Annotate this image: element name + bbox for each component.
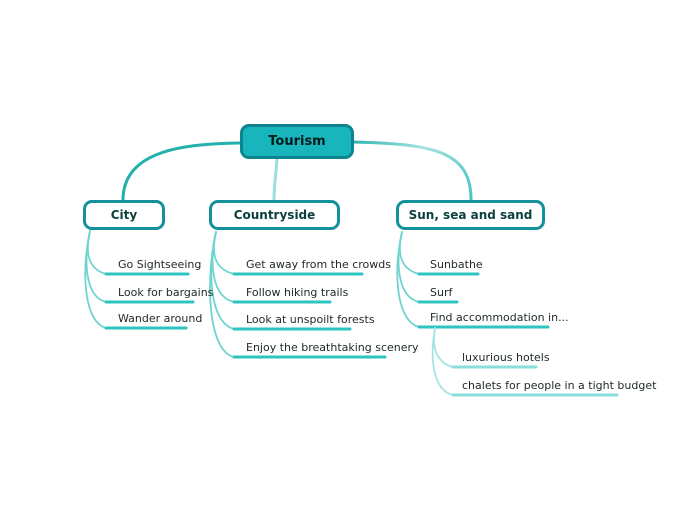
- root-node-label: Tourism: [268, 134, 326, 149]
- curve-sub-leaf-1: [433, 327, 454, 368]
- curve-sun-leaf-2: [397, 231, 420, 303]
- sub-leaf-curves: [431, 327, 454, 396]
- curve-sun-leaf-3: [396, 231, 420, 328]
- curve-countryside-leaf-4: [209, 231, 235, 358]
- connector-tourism-sun: [352, 140, 473, 202]
- branch-node-city[interactable]: City: [83, 200, 165, 230]
- curve-city-leaf-2: [85, 230, 107, 303]
- leaf-chalets-tight-budget[interactable]: chalets for people in a tight budget: [462, 379, 657, 392]
- leaf-look-for-bargains[interactable]: Look for bargains: [118, 286, 214, 299]
- branch-node-label: Sun, sea and sand: [408, 208, 533, 222]
- curve-city-leaf-1: [86, 230, 107, 275]
- connector-tourism-city: [121, 141, 242, 202]
- curve-sub-leaf-2: [431, 327, 454, 396]
- root-node-tourism[interactable]: Tourism: [240, 124, 354, 159]
- branch-node-countryside[interactable]: Countryside: [209, 200, 340, 230]
- curve-countryside-leaf-1: [212, 231, 235, 275]
- curve-city-leaf-3: [84, 230, 107, 329]
- sub-leaf-underlines: [451, 365, 619, 397]
- curve-sun-leaf-1: [398, 231, 420, 275]
- branch-node-sun-sea-sand[interactable]: Sun, sea and sand: [396, 200, 545, 230]
- leaf-follow-hiking-trails[interactable]: Follow hiking trails: [246, 286, 349, 299]
- leaf-sunbathe[interactable]: Sunbathe: [430, 258, 483, 271]
- connector-tourism-countryside: [272, 157, 279, 202]
- leaf-surf[interactable]: Surf: [430, 286, 453, 299]
- leaf-underlines: [104, 272, 550, 359]
- leaf-get-away-from-crowds[interactable]: Get away from the crowds: [246, 258, 391, 271]
- leaf-luxurious-hotels[interactable]: luxurious hotels: [462, 351, 550, 364]
- leaf-go-sightseeing[interactable]: Go Sightseeing: [118, 258, 202, 271]
- leaf-enjoy-breathtaking-scenery[interactable]: Enjoy the breathtaking scenery: [246, 341, 419, 354]
- leaf-find-accommodation[interactable]: Find accommodation in...: [430, 311, 569, 324]
- branch-node-label: Countryside: [233, 208, 316, 222]
- curve-countryside-leaf-2: [211, 231, 235, 303]
- branch-node-label: City: [110, 208, 138, 222]
- leaf-curves: [84, 230, 420, 358]
- leaf-wander-around[interactable]: Wander around: [118, 312, 203, 325]
- leaf-look-at-unspoilt-forests[interactable]: Look at unspoilt forests: [246, 313, 375, 326]
